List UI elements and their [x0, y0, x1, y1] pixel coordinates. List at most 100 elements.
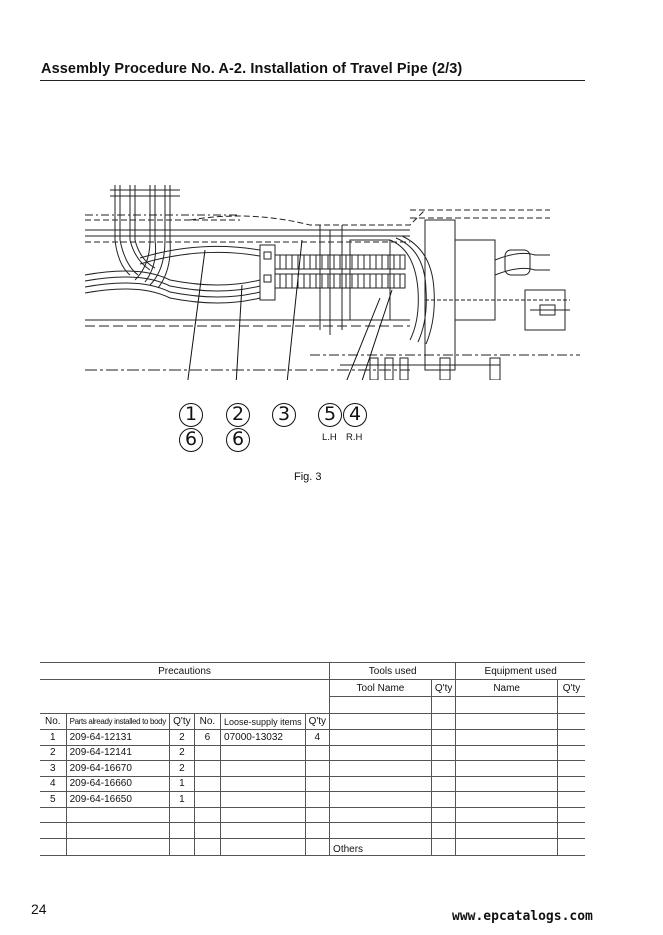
- table-cell: [430, 760, 457, 777]
- table-cell: [556, 837, 585, 856]
- table-cell: [329, 791, 432, 808]
- table-cell: [556, 713, 585, 730]
- table-cell: [455, 744, 558, 761]
- page-title: Assembly Procedure No. A-2. Installation…: [41, 61, 463, 77]
- table-row: 5 209-64-16650 1: [40, 791, 585, 808]
- callout-4-label: R.H: [346, 432, 363, 443]
- table-cell: [168, 837, 195, 856]
- table-cell: [455, 713, 558, 730]
- table-cell: [430, 744, 457, 761]
- callout-1-sub: 6: [179, 428, 203, 452]
- table-cell: [168, 822, 195, 839]
- callout-5-label: L.H: [322, 432, 337, 443]
- table-cell: [329, 744, 432, 761]
- title-divider: [40, 80, 585, 81]
- row-part: 209-64-12141: [65, 744, 170, 761]
- table-row: [40, 806, 585, 823]
- table-cell: [556, 775, 585, 792]
- row-no: 5: [40, 791, 67, 808]
- row-no2: [193, 760, 222, 777]
- table-cell: [430, 775, 457, 792]
- callout-2: 2: [226, 403, 250, 427]
- row-qty2: [304, 791, 331, 808]
- equipment-qty-header: Q'ty: [556, 679, 585, 697]
- travel-pipe-drawing: [84, 185, 580, 380]
- equipment-used-header: Equipment used: [455, 662, 585, 680]
- table-cell: [193, 837, 222, 856]
- page-number: 24: [31, 901, 47, 917]
- table-cell: [65, 837, 170, 856]
- callout-5: 5: [318, 403, 342, 427]
- table-cell: [329, 760, 432, 777]
- table-cell: [455, 837, 558, 856]
- row-qty2: [304, 760, 331, 777]
- table-cell: [556, 696, 585, 714]
- table-row: Others: [40, 837, 585, 856]
- row-qty2: 4: [304, 729, 331, 746]
- col-parts-header: Parts already installed to body: [65, 713, 170, 730]
- table-cell: [193, 806, 222, 823]
- table-cell: [329, 729, 432, 746]
- table-cell: [556, 729, 585, 746]
- tool-qty-header: Q'ty: [430, 679, 457, 697]
- row-qty: 2: [168, 729, 195, 746]
- table-cell: [220, 822, 306, 839]
- table-cell: [65, 806, 170, 823]
- row-loose: [220, 775, 306, 792]
- table-cell: [430, 696, 457, 714]
- col-loose-header: Loose-supply items: [220, 713, 306, 730]
- table-row: 3 209-64-16670 2: [40, 760, 585, 777]
- row-no2: [193, 791, 222, 808]
- table-cell: [168, 806, 195, 823]
- equipment-name-header: Name: [455, 679, 558, 697]
- callout-2-sub: 6: [226, 428, 250, 452]
- row-qty: 2: [168, 744, 195, 761]
- table-cell: [455, 696, 558, 714]
- table-row: 1 209-64-12131 2 6 07000-13032 4: [40, 729, 585, 746]
- table-cell: [40, 822, 67, 839]
- table-cell: [65, 822, 170, 839]
- table-cell: [40, 806, 67, 823]
- table-cell: [455, 806, 558, 823]
- table-cell: [455, 775, 558, 792]
- row-no: 3: [40, 760, 67, 777]
- row-qty: 1: [168, 791, 195, 808]
- table-row: 4 209-64-16660 1: [40, 775, 585, 792]
- col-no-header: No.: [40, 713, 67, 730]
- table-cell: [430, 791, 457, 808]
- row-qty: 2: [168, 760, 195, 777]
- row-no: 2: [40, 744, 67, 761]
- row-qty2: [304, 775, 331, 792]
- table-cell: [220, 806, 306, 823]
- table-cell: [304, 806, 331, 823]
- tool-name-header: Tool Name: [329, 679, 432, 697]
- row-part: 209-64-16650: [65, 791, 170, 808]
- col-qty-header: Q'ty: [168, 713, 195, 730]
- table-cell: [430, 713, 457, 730]
- figure-caption: Fig. 3: [294, 471, 322, 483]
- col-no2-header: No.: [193, 713, 222, 730]
- table-cell: [220, 837, 306, 856]
- table-cell: [430, 822, 457, 839]
- table-cell: [40, 837, 67, 856]
- table-cell: [329, 713, 432, 730]
- table-cell: [304, 837, 331, 856]
- callout-1: 1: [179, 403, 203, 427]
- precautions-notes-cell: [40, 679, 331, 714]
- website-watermark: www.epcatalogs.com: [452, 909, 593, 924]
- row-part: 209-64-16670: [65, 760, 170, 777]
- row-part: 209-64-12131: [65, 729, 170, 746]
- row-no2: [193, 775, 222, 792]
- table-cell: [430, 806, 457, 823]
- row-no2: 6: [193, 729, 222, 746]
- table-cell: [193, 822, 222, 839]
- table-cell: [556, 791, 585, 808]
- table-cell: [329, 822, 432, 839]
- row-loose: 07000-13032: [220, 729, 306, 746]
- table-cell: [329, 775, 432, 792]
- tools-used-header: Tools used: [329, 662, 457, 680]
- callout-3: 3: [272, 403, 296, 427]
- callout-4: 4: [343, 403, 367, 427]
- table-cell: [430, 837, 457, 856]
- table-cell: [455, 729, 558, 746]
